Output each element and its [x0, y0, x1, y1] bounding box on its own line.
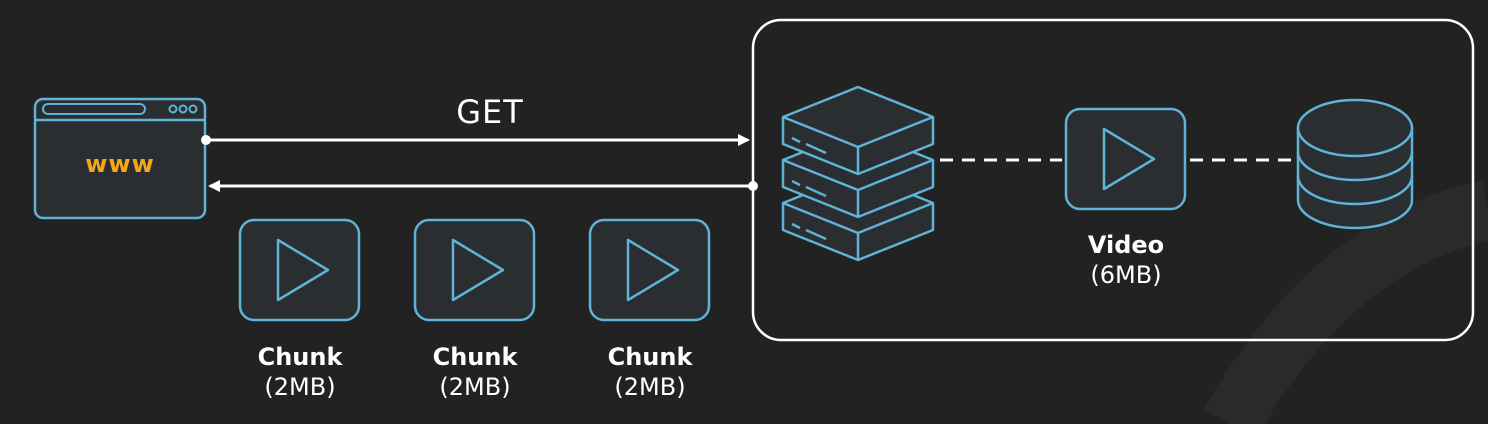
chunk-title: Chunk — [257, 343, 343, 371]
chunk-label: Chunk (2MB) — [580, 342, 720, 402]
browser-window-icon — [33, 97, 207, 220]
get-request-label: GET — [456, 93, 524, 131]
chunk-size: (2MB) — [614, 373, 686, 401]
server-stack-icon — [781, 85, 935, 262]
chunk-title: Chunk — [432, 343, 518, 371]
chunk-size: (2MB) — [439, 373, 511, 401]
chunk-label: Chunk (2MB) — [405, 342, 545, 402]
chunk-title: Chunk — [607, 343, 693, 371]
server-group-box — [751, 18, 1475, 342]
video-label: Video (6MB) — [1056, 230, 1196, 290]
video-title: Video — [1087, 231, 1165, 259]
browser-address-text: www — [85, 150, 155, 178]
background-curve — [1203, 180, 1488, 424]
database-icon — [1296, 98, 1414, 230]
chunk-play-icon — [588, 218, 711, 322]
chunk-play-icon — [238, 218, 361, 322]
chunk-size: (2MB) — [264, 373, 336, 401]
chunk-label: Chunk (2MB) — [230, 342, 370, 402]
chunk-play-icon — [413, 218, 536, 322]
get-request-arrow — [201, 134, 750, 146]
video-play-icon — [1064, 107, 1187, 211]
video-size: (6MB) — [1090, 261, 1162, 289]
response-arrow — [208, 180, 758, 192]
